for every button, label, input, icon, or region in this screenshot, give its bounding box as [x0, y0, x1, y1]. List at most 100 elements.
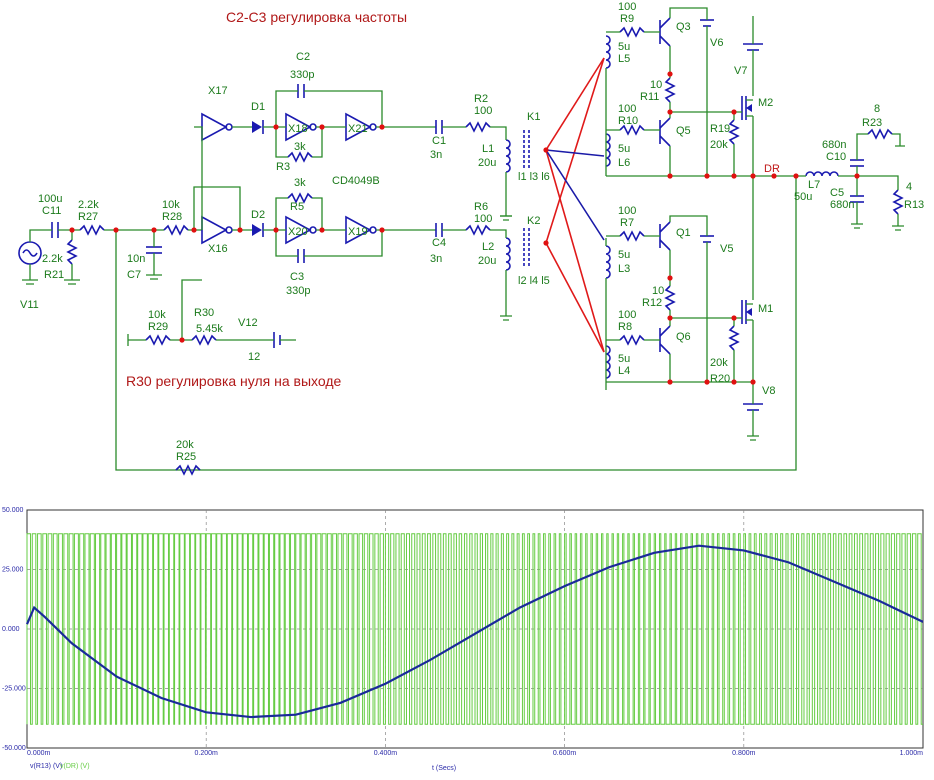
svg-text:C2: C2 [296, 51, 310, 63]
svg-text:M1: M1 [758, 303, 773, 315]
svg-text:V5: V5 [720, 243, 733, 255]
c10-capacitor[interactable]: 680n C10 [822, 139, 864, 167]
x20-inverter[interactable]: X20 [285, 215, 317, 245]
svg-text:10n: 10n [127, 253, 145, 265]
m2-mosfet[interactable]: M2 [741, 96, 773, 120]
r25-resistor[interactable]: 20k R25 [175, 439, 201, 476]
q5-transistor[interactable]: Q5 [659, 117, 691, 147]
d1-diode[interactable]: D1 [251, 101, 265, 134]
r28-resistor[interactable]: 10k R28 [162, 199, 189, 236]
l1-inductor[interactable]: L1 20u [478, 139, 511, 173]
cd4049b-label: CD4049B [332, 175, 380, 187]
c1-capacitor[interactable]: C1 3n [430, 120, 446, 161]
svg-text:3n: 3n [430, 149, 442, 161]
svg-text:R5: R5 [290, 201, 304, 213]
y-tick-label: -25.000 [2, 686, 26, 693]
svg-text:100: 100 [618, 1, 636, 13]
c4-capacitor[interactable]: C4 3n [430, 223, 446, 265]
l7-inductor[interactable]: L7 50u [794, 171, 839, 203]
k1-coupling[interactable]: K1 l1 l3 l6 [518, 111, 550, 183]
junctions [69, 71, 860, 385]
svg-text:100: 100 [474, 213, 492, 225]
svg-text:X17: X17 [208, 85, 228, 97]
svg-text:R7: R7 [620, 217, 634, 229]
l5-inductor[interactable]: 5u L5 [605, 35, 630, 69]
svg-text:5u: 5u [618, 249, 630, 261]
svg-text:3k: 3k [294, 177, 306, 189]
l2-inductor[interactable]: L2 20u [478, 237, 511, 271]
svg-text:4: 4 [906, 181, 912, 193]
svg-text:Q6: Q6 [676, 331, 691, 343]
r29-resistor[interactable]: 10k R29 [145, 309, 171, 346]
d2-diode[interactable]: D2 [251, 209, 265, 237]
x16-inverter[interactable]: X16 [201, 215, 233, 255]
q3-transistor[interactable]: Q3 [659, 17, 691, 47]
r2-resistor[interactable]: R2 100 [465, 93, 492, 133]
q1-transistor[interactable]: Q1 [659, 221, 691, 251]
svg-text:100u: 100u [38, 193, 62, 205]
r13-resistor[interactable]: 4 R13 [892, 181, 924, 215]
svg-text:L5: L5 [618, 53, 630, 65]
r7-resistor[interactable]: 100 R7 [618, 205, 645, 242]
x18-inverter[interactable]: X18 [285, 112, 317, 142]
v5-source[interactable]: V5 [700, 235, 733, 255]
svg-text:D1: D1 [251, 101, 265, 113]
r30-resistor[interactable]: R30 5.45k [191, 307, 223, 346]
svg-text:330p: 330p [290, 69, 314, 81]
r11-resistor[interactable]: 10 R11 [640, 77, 676, 103]
r27-resistor[interactable]: 2.2k R27 [78, 199, 105, 236]
v6-source[interactable]: V6 [700, 19, 723, 49]
l3-inductor[interactable]: 5u L3 [605, 245, 630, 279]
svg-text:C10: C10 [826, 151, 846, 163]
svg-text:R11: R11 [640, 91, 659, 103]
k2-coupling[interactable]: K2 l2 l4 l5 [518, 215, 550, 287]
l4-inductor[interactable]: 5u L4 [605, 345, 630, 379]
x17-inverter[interactable]: X17 [201, 85, 233, 142]
r6-resistor[interactable]: R6 100 [465, 201, 492, 236]
svg-text:D2: D2 [251, 209, 265, 221]
q6-transistor[interactable]: Q6 [659, 325, 691, 355]
svg-text:100: 100 [618, 309, 636, 321]
l6-inductor[interactable]: 5u L6 [605, 133, 630, 169]
c3-capacitor[interactable]: C3 330p [286, 249, 310, 297]
r10-resistor[interactable]: 100 R10 [618, 103, 645, 136]
svg-text:R10: R10 [618, 115, 638, 127]
svg-text:L3: L3 [618, 263, 630, 275]
svg-text:R13: R13 [904, 199, 924, 211]
r8-resistor[interactable]: 100 R8 [618, 309, 645, 346]
r19-resistor[interactable]: R19 20k [710, 119, 740, 151]
r5-resistor[interactable]: 3k R5 [287, 177, 313, 213]
svg-text:3k: 3k [294, 141, 306, 153]
svg-text:V12: V12 [238, 317, 258, 329]
r12-resistor[interactable]: 10 R12 [642, 285, 676, 311]
svg-text:8: 8 [874, 103, 880, 115]
x-tick-label: 0.800m [732, 750, 756, 757]
r21-resistor[interactable]: 2.2k R21 [42, 239, 78, 281]
zero-annotation: R30 регулировка нуля на выходе [126, 373, 342, 389]
svg-text:R9: R9 [620, 13, 634, 25]
v8-source[interactable]: V8 [743, 385, 775, 411]
c7-capacitor[interactable]: 10n C7 [127, 246, 162, 281]
v7-source[interactable]: V7 [734, 43, 763, 77]
svg-text:R19: R19 [710, 123, 730, 135]
series-dr [26, 533, 923, 725]
svg-text:C5: C5 [830, 187, 844, 199]
legend-r13: v(R13) (V) [30, 763, 62, 770]
svg-text:R12: R12 [642, 297, 662, 309]
y-tick-label: 0.000 [2, 626, 20, 633]
x19-inverter[interactable]: X19 [345, 215, 377, 245]
c5-capacitor[interactable]: C5 680n [830, 187, 864, 211]
svg-text:10k: 10k [148, 309, 166, 321]
r3-resistor[interactable]: 3k R3 [276, 141, 313, 173]
svg-text:3n: 3n [430, 253, 442, 265]
r23-resistor[interactable]: 8 R23 [862, 103, 893, 140]
svg-text:50u: 50u [794, 191, 812, 203]
svg-text:K1: K1 [527, 111, 540, 123]
series-r13-line [25, 544, 924, 719]
svg-text:C4: C4 [432, 237, 446, 249]
c11-capacitor[interactable]: 100u C11 [38, 193, 62, 238]
r9-resistor[interactable]: 100 R9 [618, 1, 645, 38]
x21-inverter[interactable]: X21 [345, 112, 377, 142]
v12-source[interactable]: V12 12 [238, 317, 281, 363]
